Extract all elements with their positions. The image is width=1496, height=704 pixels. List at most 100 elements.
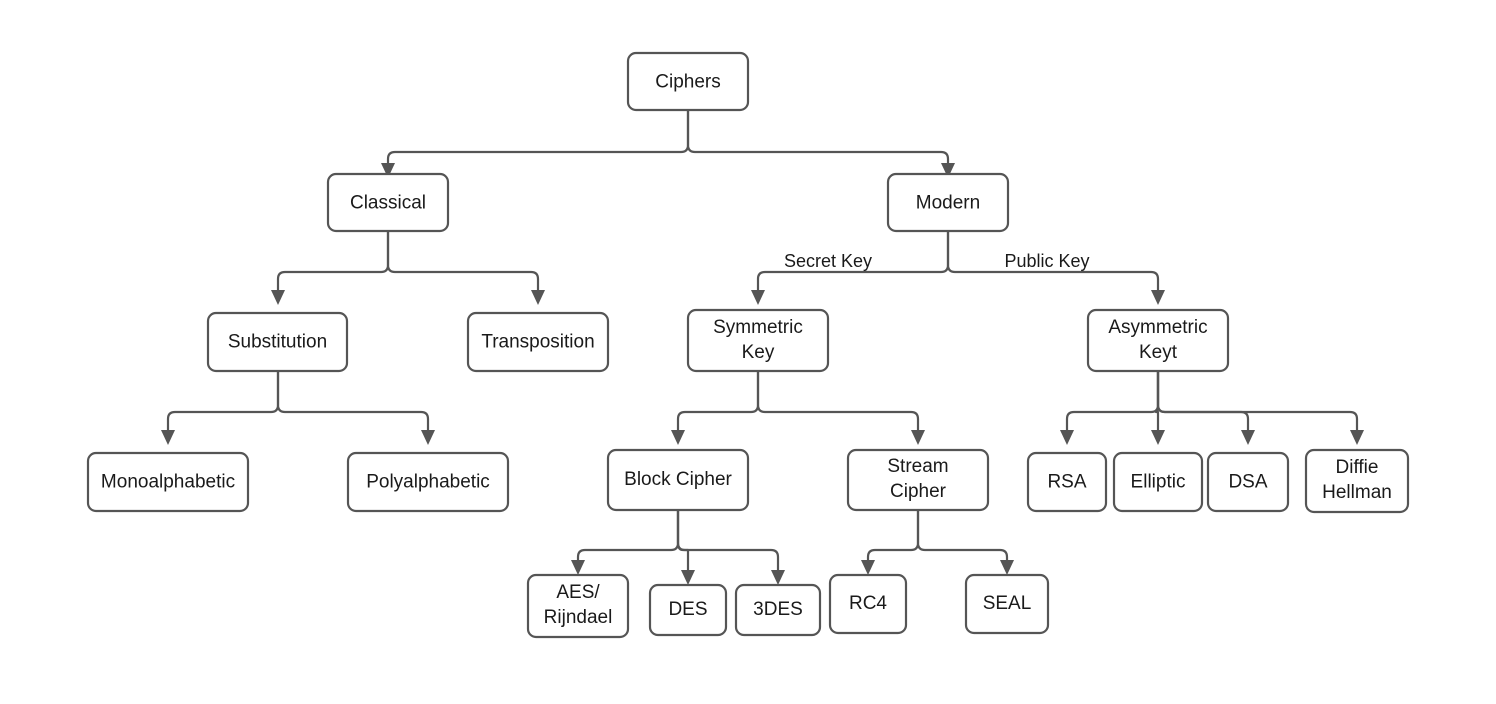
node-elliptic-label: Elliptic — [1131, 472, 1186, 493]
edge-layer — [161, 110, 1364, 585]
arrowhead-aes-rijndael — [571, 560, 585, 575]
node-transposition-label: Transposition — [481, 332, 594, 353]
arrowhead-des — [681, 570, 695, 585]
arrowhead-dsa — [1241, 430, 1255, 445]
node-block-cipher-box[interactable] — [606, 448, 750, 512]
node-symmetric-key-label-line1: Symmetric — [713, 317, 803, 338]
node-polyalphabetic-box[interactable] — [346, 451, 510, 513]
arrowhead-modern — [941, 163, 955, 178]
node-classical[interactable]: Classical — [326, 172, 450, 233]
arrowhead-diffie-hellman — [1350, 430, 1364, 445]
arrowhead-monoalphabetic — [161, 430, 175, 445]
edge-label-public-key: Public Key — [1004, 251, 1089, 271]
node-rc4-box[interactable] — [828, 573, 908, 635]
node-des-label: DES — [668, 599, 707, 620]
edge-asymmetric-to-diffie-hellman — [1156, 370, 1359, 432]
node-ciphers[interactable]: Ciphers — [626, 51, 750, 112]
node-monoalphabetic-box[interactable] — [86, 451, 250, 513]
node-diffie-hellman[interactable]: Diffie Hellman — [1304, 448, 1410, 514]
edge-label-secret-key: Secret Key — [784, 251, 872, 271]
arrowhead-rc4 — [861, 560, 875, 575]
node-ciphers-label: Ciphers — [655, 72, 720, 93]
node-aes-rijndael-label-line2: Rijndael — [544, 607, 613, 628]
node-dsa[interactable]: DSA — [1206, 451, 1290, 513]
node-monoalphabetic[interactable]: Monoalphabetic — [86, 451, 250, 513]
node-elliptic-box[interactable] — [1112, 451, 1204, 513]
node-modern[interactable]: Modern — [886, 172, 1010, 233]
node-substitution-box[interactable] — [206, 311, 349, 373]
edge-block-to-des — [676, 510, 690, 572]
node-monoalphabetic-label: Monoalphabetic — [101, 472, 235, 493]
node-asymmetric-keyt-box[interactable] — [1086, 308, 1230, 373]
node-seal-box[interactable] — [964, 573, 1050, 635]
node-des[interactable]: DES — [648, 583, 728, 637]
arrowhead-asymmetric-keyt — [1151, 290, 1165, 305]
node-des-box[interactable] — [648, 583, 728, 637]
node-stream-cipher-label-line1: Stream — [887, 456, 948, 477]
node-stream-cipher-box[interactable] — [846, 448, 990, 512]
edge-ciphers-to-modern — [686, 110, 950, 165]
edge-block-to-3des — [676, 510, 780, 572]
node-diffie-hellman-box[interactable] — [1304, 448, 1410, 514]
arrowhead-transposition — [531, 290, 545, 305]
edge-ciphers-to-classical — [386, 110, 690, 165]
edge-stream-to-rc4 — [866, 510, 920, 562]
edge-block-to-aes-rijndael — [576, 510, 680, 562]
node-polyalphabetic[interactable]: Polyalphabetic — [346, 451, 510, 513]
node-diffie-hellman-label-line2: Hellman — [1322, 482, 1392, 503]
arrowhead-stream-cipher — [911, 430, 925, 445]
node-seal[interactable]: SEAL — [964, 573, 1050, 635]
edge-modern-to-asymmetric-keyt — [946, 231, 1160, 292]
node-stream-cipher-label-line2: Cipher — [890, 481, 947, 502]
arrowhead-substitution — [271, 290, 285, 305]
node-transposition-box[interactable] — [466, 311, 610, 373]
node-symmetric-key[interactable]: Symmetric Key — [686, 308, 830, 373]
edge-stream-to-seal — [916, 510, 1009, 562]
edge-classical-to-transposition — [386, 231, 540, 292]
node-substitution-label: Substitution — [228, 332, 327, 353]
node-block-cipher-label: Block Cipher — [624, 469, 732, 490]
node-symmetric-key-box[interactable] — [686, 308, 830, 373]
node-layer: Ciphers Classical Modern Substitution Tr… — [86, 51, 1410, 639]
node-block-cipher[interactable]: Block Cipher — [606, 448, 750, 512]
node-polyalphabetic-label: Polyalphabetic — [366, 472, 490, 493]
node-rsa-label: RSA — [1047, 472, 1086, 493]
edge-classical-to-substitution — [276, 231, 390, 292]
node-aes-rijndael-box[interactable] — [526, 573, 630, 639]
node-modern-box[interactable] — [886, 172, 1010, 233]
edge-symmetric-to-stream-cipher — [756, 371, 920, 432]
node-rc4-label: RC4 — [849, 593, 887, 614]
arrowhead-classical — [381, 163, 395, 178]
node-classical-label: Classical — [350, 193, 426, 214]
arrowhead-polyalphabetic — [421, 430, 435, 445]
node-aes-rijndael[interactable]: AES/ Rijndael — [526, 573, 630, 639]
node-rsa-box[interactable] — [1026, 451, 1108, 513]
node-3des[interactable]: 3DES — [734, 583, 822, 637]
node-asymmetric-keyt-label-line1: Asymmetric — [1108, 317, 1207, 338]
node-ciphers-box[interactable] — [626, 51, 750, 112]
arrowhead-3des — [771, 570, 785, 585]
edge-symmetric-to-block-cipher — [676, 371, 760, 432]
node-dsa-label: DSA — [1228, 472, 1267, 493]
node-3des-box[interactable] — [734, 583, 822, 637]
node-seal-label: SEAL — [983, 593, 1032, 614]
node-aes-rijndael-label-line1: AES/ — [556, 582, 600, 603]
node-3des-label: 3DES — [753, 599, 803, 620]
node-substitution[interactable]: Substitution — [206, 311, 349, 373]
node-asymmetric-keyt[interactable]: Asymmetric Keyt — [1086, 308, 1230, 373]
node-symmetric-key-label-line2: Key — [742, 342, 775, 363]
node-rsa[interactable]: RSA — [1026, 451, 1108, 513]
node-dsa-box[interactable] — [1206, 451, 1290, 513]
arrowhead-rsa — [1060, 430, 1074, 445]
node-rc4[interactable]: RC4 — [828, 573, 908, 635]
node-elliptic[interactable]: Elliptic — [1112, 451, 1204, 513]
arrowhead-symmetric-key — [751, 290, 765, 305]
edge-asymmetric-to-dsa — [1156, 370, 1250, 432]
node-transposition[interactable]: Transposition — [466, 311, 610, 373]
node-classical-box[interactable] — [326, 172, 450, 233]
edge-asymmetric-to-rsa — [1065, 370, 1160, 432]
node-stream-cipher[interactable]: Stream Cipher — [846, 448, 990, 512]
arrowhead-block-cipher — [671, 430, 685, 445]
